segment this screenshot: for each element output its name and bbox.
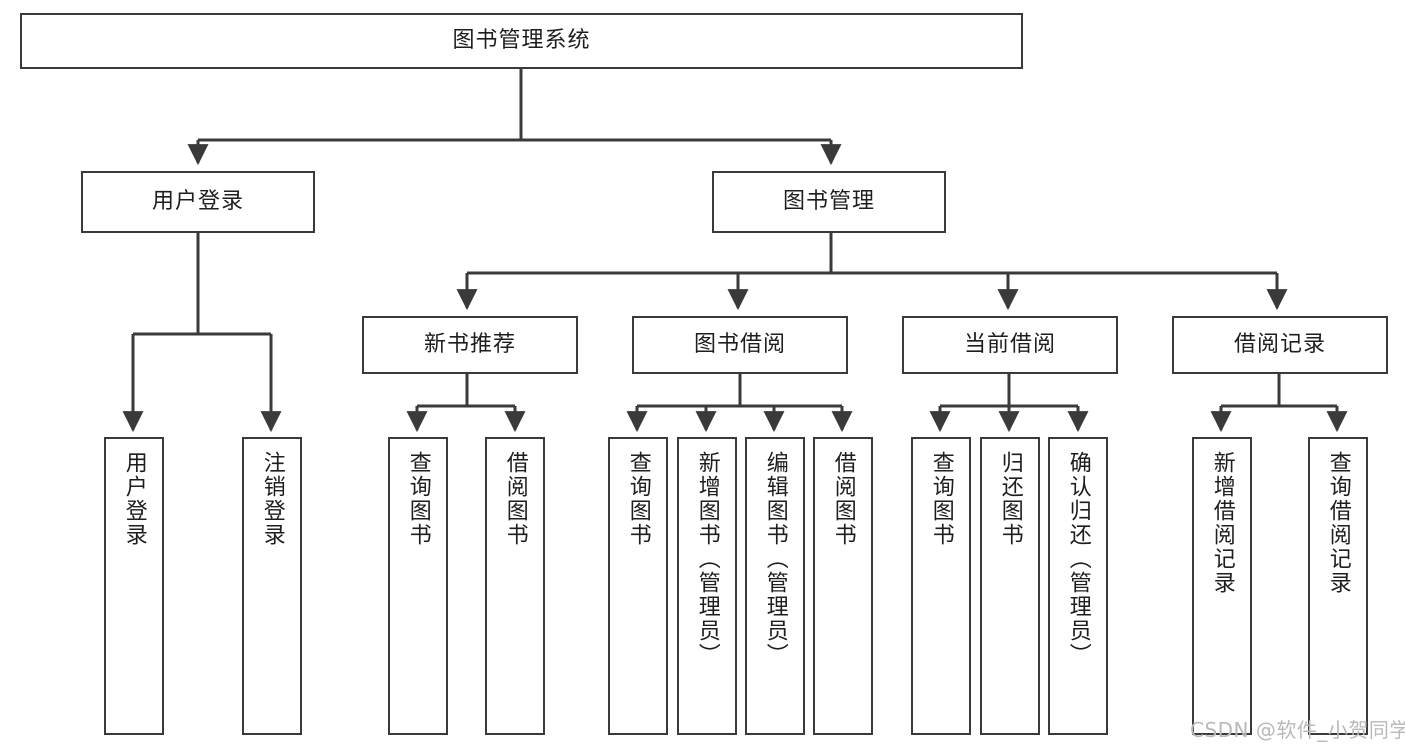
node-label: 确认归还（管理员） <box>1065 451 1091 667</box>
node-new-book-recommend[interactable]: 新书推荐 <box>362 316 578 374</box>
node-label: 查询图书 <box>405 451 431 547</box>
node-root-book-management-system[interactable]: 图书管理系统 <box>20 13 1023 69</box>
leaf-logout[interactable]: 注销登录 <box>242 437 302 735</box>
leaf-add-book-admin[interactable]: 新增图书（管理员） <box>677 437 737 735</box>
leaf-return-book[interactable]: 归还图书 <box>980 437 1040 735</box>
leaf-user-login[interactable]: 用户登录 <box>104 437 164 735</box>
node-label: 查询图书 <box>928 451 954 547</box>
leaf-query-book-recommend[interactable]: 查询图书 <box>388 437 448 735</box>
node-label: 借阅图书 <box>502 451 528 547</box>
node-label: 新增图书（管理员） <box>694 451 720 667</box>
leaf-add-borrow-record[interactable]: 新增借阅记录 <box>1192 437 1252 735</box>
leaf-query-book-current[interactable]: 查询图书 <box>911 437 971 735</box>
node-book-borrow[interactable]: 图书借阅 <box>632 316 848 374</box>
leaf-borrow-book-recommend[interactable]: 借阅图书 <box>485 437 545 735</box>
node-label: 编辑图书（管理员） <box>762 451 788 667</box>
node-label: 新增借阅记录 <box>1209 451 1235 595</box>
node-label: 查询借阅记录 <box>1325 451 1351 595</box>
leaf-query-borrow-record[interactable]: 查询借阅记录 <box>1308 437 1368 735</box>
node-current-borrow[interactable]: 当前借阅 <box>902 316 1118 374</box>
node-label: 图书管理 <box>782 188 875 214</box>
node-label: 借阅图书 <box>830 451 856 547</box>
node-label: 图书借阅 <box>693 331 786 357</box>
node-label: 新书推荐 <box>423 331 516 357</box>
node-user-login[interactable]: 用户登录 <box>81 171 315 233</box>
leaf-query-book-borrow[interactable]: 查询图书 <box>608 437 668 735</box>
node-label: 借阅记录 <box>1233 331 1326 357</box>
node-label: 当前借阅 <box>963 331 1056 357</box>
node-label: 用户登录 <box>151 188 244 214</box>
node-label: 注销登录 <box>259 451 285 547</box>
leaf-edit-book-admin[interactable]: 编辑图书（管理员） <box>745 437 805 735</box>
node-label: 归还图书 <box>997 451 1023 547</box>
csdn-watermark: CSDN @软件_小贺同学 <box>1190 718 1405 742</box>
node-label: 图书管理系统 <box>452 27 591 53</box>
leaf-confirm-return-admin[interactable]: 确认归还（管理员） <box>1048 437 1108 735</box>
node-label: 用户登录 <box>121 451 147 547</box>
leaf-borrow-book[interactable]: 借阅图书 <box>813 437 873 735</box>
node-borrow-record[interactable]: 借阅记录 <box>1172 316 1388 374</box>
node-book-management[interactable]: 图书管理 <box>712 171 946 233</box>
node-label: 查询图书 <box>625 451 651 547</box>
